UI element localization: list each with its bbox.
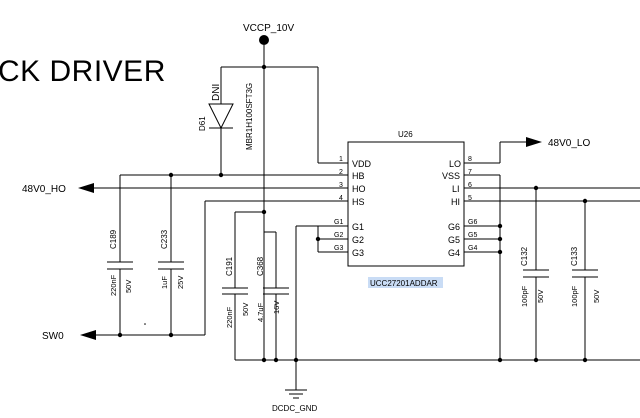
sheet-title: CK DRIVER bbox=[0, 55, 166, 88]
sw-net: SW0 bbox=[42, 269, 205, 342]
pin-name: HB bbox=[352, 171, 365, 181]
cap-value: 1uF bbox=[160, 276, 169, 289]
diode-ref: D61 bbox=[198, 116, 207, 131]
vccp-terminal bbox=[259, 35, 269, 45]
gnd-label: DCDC_GND bbox=[272, 404, 318, 413]
cap-voltage: 50V bbox=[124, 280, 133, 293]
cap-ref: C189 bbox=[109, 229, 118, 249]
cap-voltage: 16V bbox=[272, 301, 281, 314]
cap-voltage: 50V bbox=[592, 290, 601, 303]
right-gnd-bus bbox=[497, 175, 503, 360]
cap-voltage: 50V bbox=[241, 303, 250, 316]
pin-number: G4 bbox=[468, 245, 477, 252]
sw-arrow bbox=[80, 330, 96, 340]
vccp-label: VCCP_10V bbox=[243, 23, 294, 34]
diode-dni-label: DNI bbox=[211, 84, 222, 101]
cap-ref: C132 bbox=[520, 246, 529, 266]
cap-ref: C233 bbox=[160, 229, 169, 249]
pin-name: VDD bbox=[352, 159, 372, 169]
ho-arrow bbox=[78, 183, 94, 193]
ho-net: 48V0_HO bbox=[22, 183, 348, 195]
ground-symbol: DCDC_GND bbox=[272, 389, 318, 413]
pin-name: HI bbox=[451, 197, 460, 207]
capacitor-c191: C191 220nF 50V bbox=[222, 209, 267, 360]
chip-part-number: UCC27201ADDAR bbox=[370, 279, 438, 288]
lo-output-label: 48V0_LO bbox=[548, 138, 590, 149]
chip-u26: U26 UCC27201ADDAR 1 2 3 4 G1 G2 G3 VDD H… bbox=[318, 130, 640, 288]
cap-ref: C368 bbox=[256, 256, 265, 276]
diode-d61: DNI D61 MBR1H100SFT3G bbox=[198, 83, 254, 175]
cap-ref: C191 bbox=[225, 256, 234, 276]
pin-name: HS bbox=[352, 197, 365, 207]
vdd-net bbox=[220, 64, 348, 164]
cap-voltage: 25V bbox=[176, 276, 185, 289]
pin-name: G1 bbox=[352, 222, 364, 232]
capacitor-c132: C132 100pF 50V bbox=[520, 185, 549, 360]
pin-number: G2 bbox=[334, 232, 343, 239]
pin-number: 8 bbox=[468, 156, 472, 163]
pin-number: 2 bbox=[339, 169, 343, 176]
pin-number: G1 bbox=[334, 219, 343, 226]
pin-name: G3 bbox=[352, 248, 364, 258]
bottom-gnd-bus bbox=[235, 357, 640, 363]
part-number-highlight bbox=[368, 277, 443, 288]
capacitor-c368: C368 4.7uF 16V bbox=[256, 231, 289, 360]
lo-arrow bbox=[526, 137, 542, 147]
ho-output-label: 48V0_HO bbox=[22, 184, 66, 195]
pin-number: G5 bbox=[468, 232, 477, 239]
sw-output-label: SW0 bbox=[42, 331, 64, 342]
hs-net bbox=[204, 200, 348, 335]
cap-ref: C133 bbox=[570, 246, 579, 266]
cap-value: 100pF bbox=[520, 285, 529, 307]
cap-value: 4.7uF bbox=[256, 302, 265, 322]
vccp-supply: VCCP_10V bbox=[243, 23, 294, 360]
cap-value: 100pF bbox=[570, 285, 579, 307]
pin-number: 6 bbox=[468, 182, 472, 189]
left-gnd-bus bbox=[293, 225, 321, 390]
capacitor-c133: C133 100pF 50V bbox=[570, 198, 601, 360]
pin-number: 3 bbox=[339, 182, 343, 189]
capacitor-c233: C233 1uF 25V bbox=[158, 229, 185, 289]
pin-name: G6 bbox=[448, 222, 460, 232]
pin-name: G4 bbox=[448, 248, 460, 258]
hb-net bbox=[119, 172, 348, 262]
pin-number: 1 bbox=[339, 156, 343, 163]
chip-ref: U26 bbox=[398, 130, 413, 139]
pin-name: G2 bbox=[352, 235, 364, 245]
diode-symbol bbox=[208, 103, 234, 130]
cap-value: 220nF bbox=[225, 306, 234, 328]
pin-name: LO bbox=[449, 159, 461, 169]
capacitor-c189: C189 220nF 50V bbox=[107, 229, 133, 296]
pin-name: G5 bbox=[448, 235, 460, 245]
cap-voltage: 50V bbox=[536, 290, 545, 303]
pin-name: LI bbox=[452, 184, 460, 194]
stray-dot bbox=[144, 323, 146, 325]
pin-number: 5 bbox=[468, 195, 472, 202]
cap-value: 220nF bbox=[109, 274, 118, 296]
pin-number: 4 bbox=[339, 195, 343, 202]
lo-net: 48V0_LO bbox=[499, 137, 590, 163]
diode-part: MBR1H100SFT3G bbox=[245, 83, 254, 150]
pin-number: G3 bbox=[334, 245, 343, 252]
pin-number: 7 bbox=[468, 169, 472, 176]
pin-name: HO bbox=[352, 184, 366, 194]
chip-body bbox=[347, 141, 465, 267]
pin-number: G6 bbox=[468, 219, 477, 226]
pin-name: VSS bbox=[442, 171, 460, 181]
